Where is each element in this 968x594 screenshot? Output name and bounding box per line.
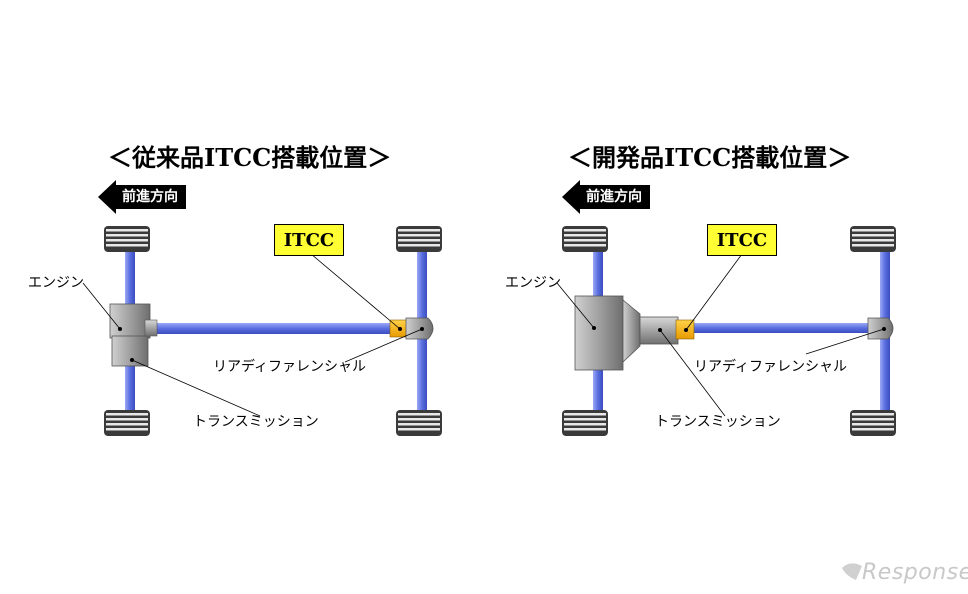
left-drivetrain <box>82 226 442 436</box>
right-direction-label: 前進方向 <box>580 185 650 209</box>
right-front-right-tire <box>562 410 608 436</box>
left-arrow-icon <box>98 180 116 214</box>
right-drivetrain <box>556 226 896 436</box>
watermark-logo: Response. <box>862 560 968 585</box>
right-engine-label: エンジン <box>505 275 561 291</box>
left-transmission-label: トランスミッション <box>193 414 319 430</box>
right-rear-diff-label: リアディファレンシャル <box>694 359 848 375</box>
left-transmission-block <box>111 335 149 367</box>
left-front-right-tire <box>104 410 150 436</box>
left-itcc-box: ITCC <box>274 224 344 256</box>
left-engine-label: エンジン <box>28 275 84 291</box>
left-rear-right-tire <box>396 410 442 436</box>
left-title: ＜従来品ITCC搭載位置＞ <box>108 143 392 172</box>
right-rear-left-tire <box>850 226 896 252</box>
right-direction-arrow: 前進方向 <box>562 180 650 214</box>
left-propeller-shaft <box>150 323 395 334</box>
right-rear-right-tire <box>850 410 896 436</box>
left-direction-label: 前進方向 <box>116 185 186 209</box>
left-rear-diff <box>405 317 434 340</box>
right-rear-diff <box>867 317 894 340</box>
left-front-left-tire <box>104 226 150 252</box>
right-engine-block <box>574 295 624 371</box>
left-rear-left-tire <box>396 226 442 252</box>
left-rear-diff-label: リアディファレンシャル <box>213 359 367 375</box>
left-direction-arrow: 前進方向 <box>98 180 186 214</box>
right-transmission-label: トランスミッション <box>655 414 781 430</box>
right-title: ＜開発品ITCC搭載位置＞ <box>568 143 852 172</box>
right-itcc-box: ITCC <box>707 224 777 256</box>
right-front-left-tire <box>562 226 608 252</box>
right-arrow-icon <box>562 180 580 214</box>
watermark-swoosh-icon <box>842 563 862 580</box>
right-propeller-shaft <box>690 323 870 333</box>
left-engine-block <box>109 303 151 339</box>
